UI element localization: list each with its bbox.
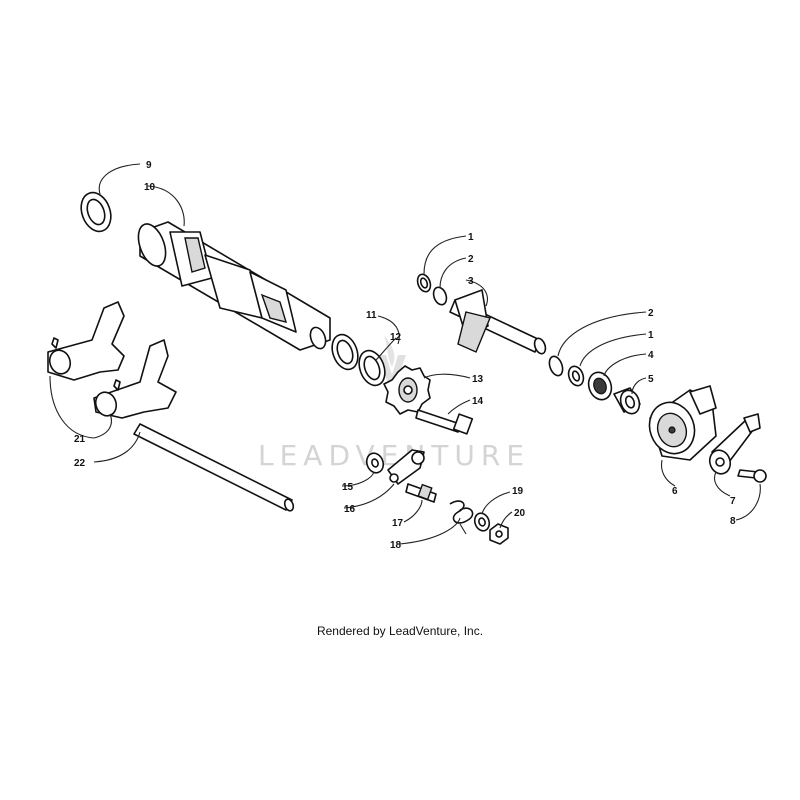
callout-21: 21 — [74, 434, 86, 445]
callout-6: 6 — [672, 486, 678, 497]
callout-14: 14 — [472, 396, 484, 407]
callout-1-lower: 1 — [648, 330, 654, 341]
part-1-washer-upper — [416, 273, 432, 293]
part-19-washer — [473, 512, 491, 532]
callout-22: 22 — [74, 458, 86, 469]
part-8-bolt — [737, 469, 767, 483]
part-18-spring — [449, 500, 474, 535]
callout-20: 20 — [514, 508, 526, 519]
part-2-clip-upper — [432, 286, 448, 306]
callout-13: 13 — [472, 374, 484, 385]
part-2-clip-lower — [548, 355, 564, 377]
callout-7: 7 — [730, 496, 736, 507]
callout-12: 12 — [390, 332, 402, 343]
callout-2-lower: 2 — [648, 308, 654, 319]
callout-labels: 9 10 1 2 3 2 1 4 5 6 7 8 11 12 13 14 15 … — [74, 160, 736, 551]
callout-16: 16 — [344, 504, 356, 515]
leader-lines — [49, 163, 761, 545]
callout-18: 18 — [390, 540, 402, 551]
part-4-bearing — [587, 371, 613, 401]
render-credit: Rendered by LeadVenture, Inc. — [316, 624, 484, 638]
part-3-shift-shaft — [449, 289, 547, 355]
part-22-fork-shaft — [133, 423, 295, 512]
part-15-washer — [365, 452, 385, 474]
callout-15: 15 — [342, 482, 354, 493]
callout-3: 3 — [468, 276, 474, 287]
callout-9: 9 — [146, 160, 152, 171]
part-5-bushing — [613, 387, 641, 415]
part-7-shift-arm — [708, 413, 761, 475]
watermark-logo — [378, 335, 406, 395]
part-11-washer — [331, 333, 359, 371]
part-16-stopper-arm — [387, 449, 425, 485]
callout-11: 11 — [366, 310, 377, 321]
part-14-bolt — [415, 409, 474, 435]
callout-8: 8 — [730, 516, 736, 527]
part-12-washer — [358, 349, 386, 387]
part-21-shift-forks — [47, 301, 177, 419]
part-6-sensor — [648, 385, 717, 461]
callout-19: 19 — [512, 486, 524, 497]
callout-17: 17 — [392, 518, 404, 529]
part-20-nut — [489, 523, 509, 545]
part-1-washer-lower — [567, 365, 585, 387]
part-9-washer — [80, 191, 112, 233]
callout-10: 10 — [144, 182, 156, 193]
part-10-shift-drum — [137, 221, 331, 351]
callout-1-upper: 1 — [468, 232, 474, 243]
callout-2-upper: 2 — [468, 254, 474, 265]
callout-5: 5 — [648, 374, 654, 385]
part-17-stud — [405, 483, 437, 503]
callout-4: 4 — [648, 350, 654, 361]
part-13-gear — [383, 365, 431, 415]
